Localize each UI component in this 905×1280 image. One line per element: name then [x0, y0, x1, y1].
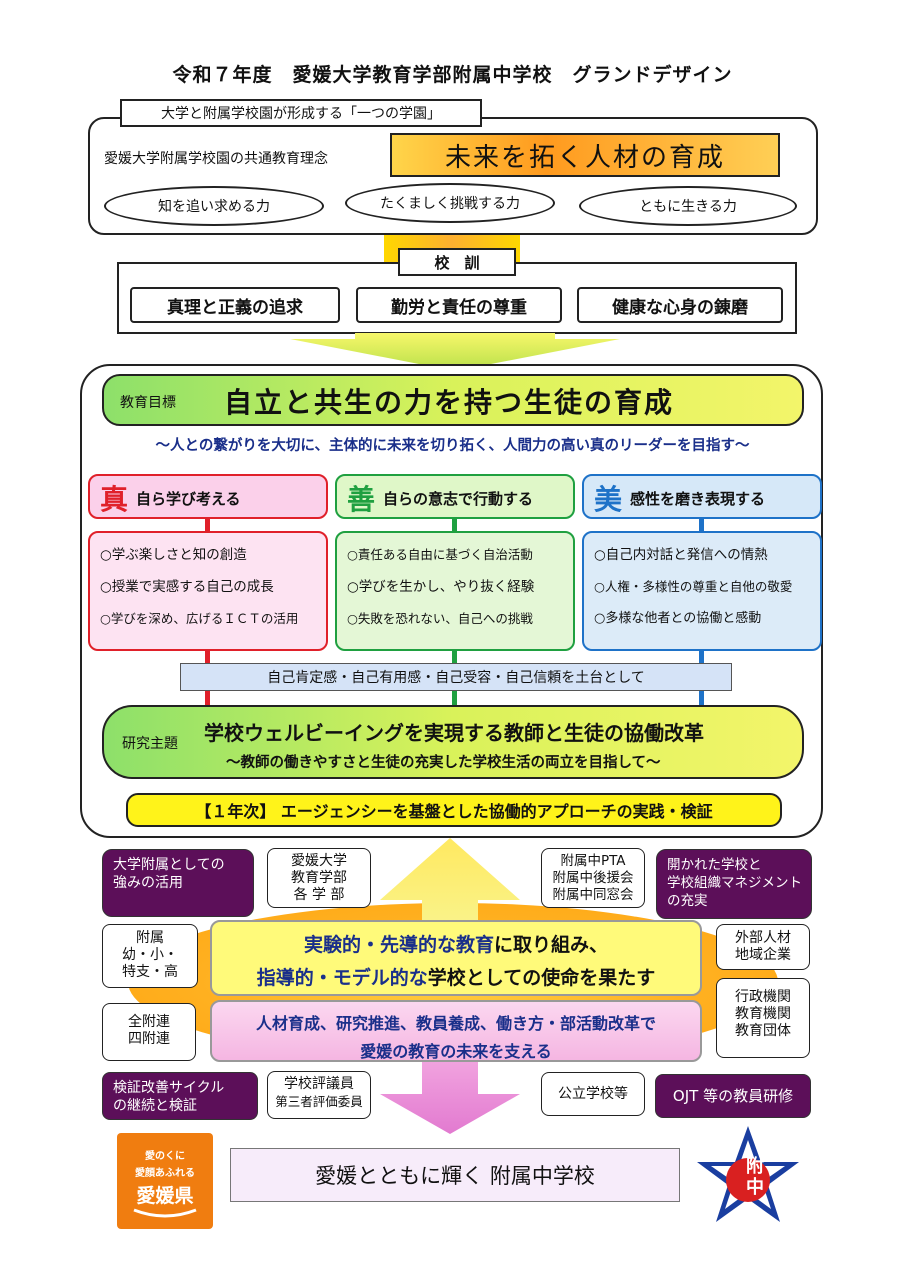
kanji-bi: 美	[594, 483, 623, 516]
vertical-arrow-icon	[380, 838, 520, 1134]
philosophy-label: 愛媛大学附属学校園の共通教育理念	[104, 151, 328, 167]
partner-line: 学校評議員	[284, 1076, 354, 1092]
purple-line: 強みの活用	[113, 875, 183, 891]
partner-line: 四附連	[128, 1031, 170, 1047]
kanji-zen: 善	[347, 483, 376, 516]
power-oval: たくましく挑戦する力	[345, 183, 555, 223]
purple-line: 検証改善サイクル	[113, 1080, 225, 1096]
philosophy-banner: 未来を拓く人材の育成	[390, 133, 780, 177]
mission-highlight: 実験的・先導的な教育	[303, 934, 494, 956]
logo-text: 愛媛県	[136, 1185, 194, 1207]
mission-text: に取り組み、	[494, 934, 609, 956]
list-item: ○人権・多様性の尊重と自他の敬愛	[594, 579, 793, 594]
goal-text: 自立と共生の力を持つ生徒の育成	[224, 386, 675, 419]
goal-subtitle: ～人との繋がりを大切に、主体的に未来を切り拓く、人間力の高い真のリーダーを目指す…	[155, 438, 750, 454]
partner-line: 地域企業	[735, 947, 791, 963]
support-line: 愛媛の教育の未来を支える	[360, 1042, 552, 1061]
partner-line: 全附連	[128, 1014, 170, 1030]
partner-line: 教育学部	[291, 870, 347, 886]
column-heading: 自ら学び考える	[136, 490, 241, 508]
partner-line: 幼・小・	[122, 947, 178, 963]
goal-label: 教育目標	[120, 395, 176, 411]
column-header-shin: 真 自ら学び考える	[88, 474, 328, 519]
footer-banner: 愛媛とともに輝く 附属中学校	[230, 1148, 680, 1202]
gakuen-tab: 大学と附属学校園が形成する「一つの学園」	[120, 99, 482, 127]
goal-banner: 教育目標 自立と共生の力を持つ生徒の育成	[102, 374, 804, 426]
page-title: 令和７年度 愛媛大学教育学部附属中学校 グランドデザイン	[172, 64, 733, 86]
purple-line: 学校組織マネジメント	[667, 875, 802, 891]
partner-box-public-schools: 公立学校等	[541, 1072, 645, 1116]
school-emblem-icon	[697, 1126, 799, 1222]
partner-box-pta: 附属中PTA 附属中後援会 附属中同窓会	[541, 848, 645, 908]
list-item: ○責任ある自由に基づく自治活動	[347, 547, 533, 562]
emblem-text: 附 中	[730, 1156, 780, 1198]
column-body-shin: ○学ぶ楽しさと知の創造 ○授業で実感する自己の成長 ○学びを深め、広げるＩＣＴの…	[88, 531, 328, 651]
partner-line: 外部人材	[735, 930, 791, 946]
kokun-item: 勤労と責任の尊重	[356, 287, 562, 323]
partner-line: 特支・高	[122, 964, 178, 980]
partner-box-affiliated: 附属 幼・小・ 特支・高	[102, 924, 198, 988]
power-oval: 知を追い求める力	[104, 186, 324, 226]
purple-box-strengths: 大学附属としての 強みの活用	[102, 849, 254, 917]
partner-box-administration: 行政機関 教育機関 教育団体	[716, 978, 810, 1058]
power-oval: ともに生きる力	[579, 186, 797, 226]
ehime-logo: 愛のくに 愛顔あふれる 愛媛県	[117, 1133, 213, 1229]
column-heading: 感性を磨き表現する	[630, 490, 766, 508]
purple-box-open-school: 開かれた学校と 学校組織マネジメント の充実	[656, 849, 812, 919]
research-label: 研究主題	[122, 736, 178, 752]
list-item: ○多様な他者との協働と感動	[594, 611, 762, 626]
list-item: ○自己内対話と発信への情熱	[594, 547, 768, 563]
kokun-label: 校 訓	[398, 248, 516, 276]
list-item: ○学びを深め、広げるＩＣＴの活用	[100, 611, 299, 626]
logo-text: 愛のくに	[145, 1151, 185, 1162]
mission-box: 実験的・先導的な教育に取り組み、 指導的・モデル的な学校としての使命を果たす	[210, 920, 702, 996]
partner-line: 各 学 部	[293, 887, 345, 903]
kokun-item: 真理と正義の追求	[130, 287, 340, 323]
foundation-bar: 自己肯定感・自己有用感・自己受容・自己信頼を土台として	[180, 663, 732, 691]
kanji-shin: 真	[100, 483, 129, 516]
column-body-bi: ○自己内対話と発信への情熱 ○人権・多様性の尊重と自他の敬愛 ○多様な他者との協…	[582, 531, 822, 651]
list-item: ○学ぶ楽しさと知の創造	[100, 547, 247, 563]
partner-line: 行政機関	[735, 989, 791, 1005]
column-header-zen: 善 自らの意志で行動する	[335, 474, 575, 519]
partner-line: 愛媛大学	[291, 853, 347, 869]
partner-box-zenfuren: 全附連 四附連	[102, 1003, 196, 1061]
smile-icon	[133, 1208, 197, 1218]
column-header-bi: 美 感性を磨き表現する	[582, 474, 822, 519]
list-item: ○授業で実感する自己の成長	[100, 579, 274, 595]
logo-text: 愛顔あふれる	[135, 1168, 195, 1179]
partner-line: 附属中PTA	[560, 853, 626, 869]
emblem-char: 附	[746, 1156, 764, 1177]
mission-text: 学校としての使命を果たす	[427, 967, 656, 989]
partner-line: 附属	[136, 930, 164, 946]
partner-box-university: 愛媛大学 教育学部 各 学 部	[267, 848, 371, 908]
list-item: ○失敗を恐れない、自己への挑戦	[347, 611, 533, 626]
kokun-item: 健康な心身の錬磨	[577, 287, 783, 323]
purple-box-ojt: OJT 等の教員研修	[655, 1074, 811, 1118]
research-banner: 研究主題 学校ウェルビーイングを実現する教師と生徒の協働改革 ～教師の働きやすさ…	[102, 705, 804, 779]
partner-line: 附属中後援会	[552, 870, 634, 886]
partner-line: 附属中同窓会	[552, 887, 634, 903]
research-subtitle: ～教師の働きやすさと生徒の充実した学校生活の両立を目指して～	[226, 755, 661, 771]
support-line: 人材育成、研究推進、教員養成、働き方・部活動改革で	[255, 1014, 656, 1033]
purple-line: の充実	[667, 893, 708, 909]
partner-line: 第三者評価委員	[275, 1094, 363, 1109]
partner-line: 教育団体	[735, 1023, 791, 1039]
purple-line: 開かれた学校と	[667, 857, 762, 873]
research-text: 学校ウェルビーイングを実現する教師と生徒の協働改革	[204, 721, 704, 745]
purple-box-cycle: 検証改善サイクル の継続と検証	[102, 1072, 258, 1120]
support-box: 人材育成、研究推進、教員養成、働き方・部活動改革で 愛媛の教育の未来を支える	[210, 1000, 702, 1062]
emblem-char: 中	[746, 1177, 764, 1198]
partner-box-external: 外部人材 地域企業	[716, 924, 810, 970]
column-heading: 自らの意志で行動する	[383, 490, 534, 508]
purple-line: の継続と検証	[113, 1098, 197, 1114]
purple-line: 大学附属としての	[113, 857, 225, 873]
down-arrow-icon	[290, 333, 620, 371]
partner-box-councilors: 学校評議員 第三者評価委員	[267, 1071, 371, 1119]
list-item: ○学びを生かし、やり抜く経験	[347, 579, 535, 595]
column-body-zen: ○責任ある自由に基づく自治活動 ○学びを生かし、やり抜く経験 ○失敗を恐れない、…	[335, 531, 575, 651]
partner-line: 教育機関	[735, 1006, 791, 1022]
mission-highlight: 指導的・モデル的な	[256, 967, 428, 989]
year1-bar: 【１年次】 エージェンシーを基盤とした協働的アプローチの実践・検証	[126, 793, 782, 827]
